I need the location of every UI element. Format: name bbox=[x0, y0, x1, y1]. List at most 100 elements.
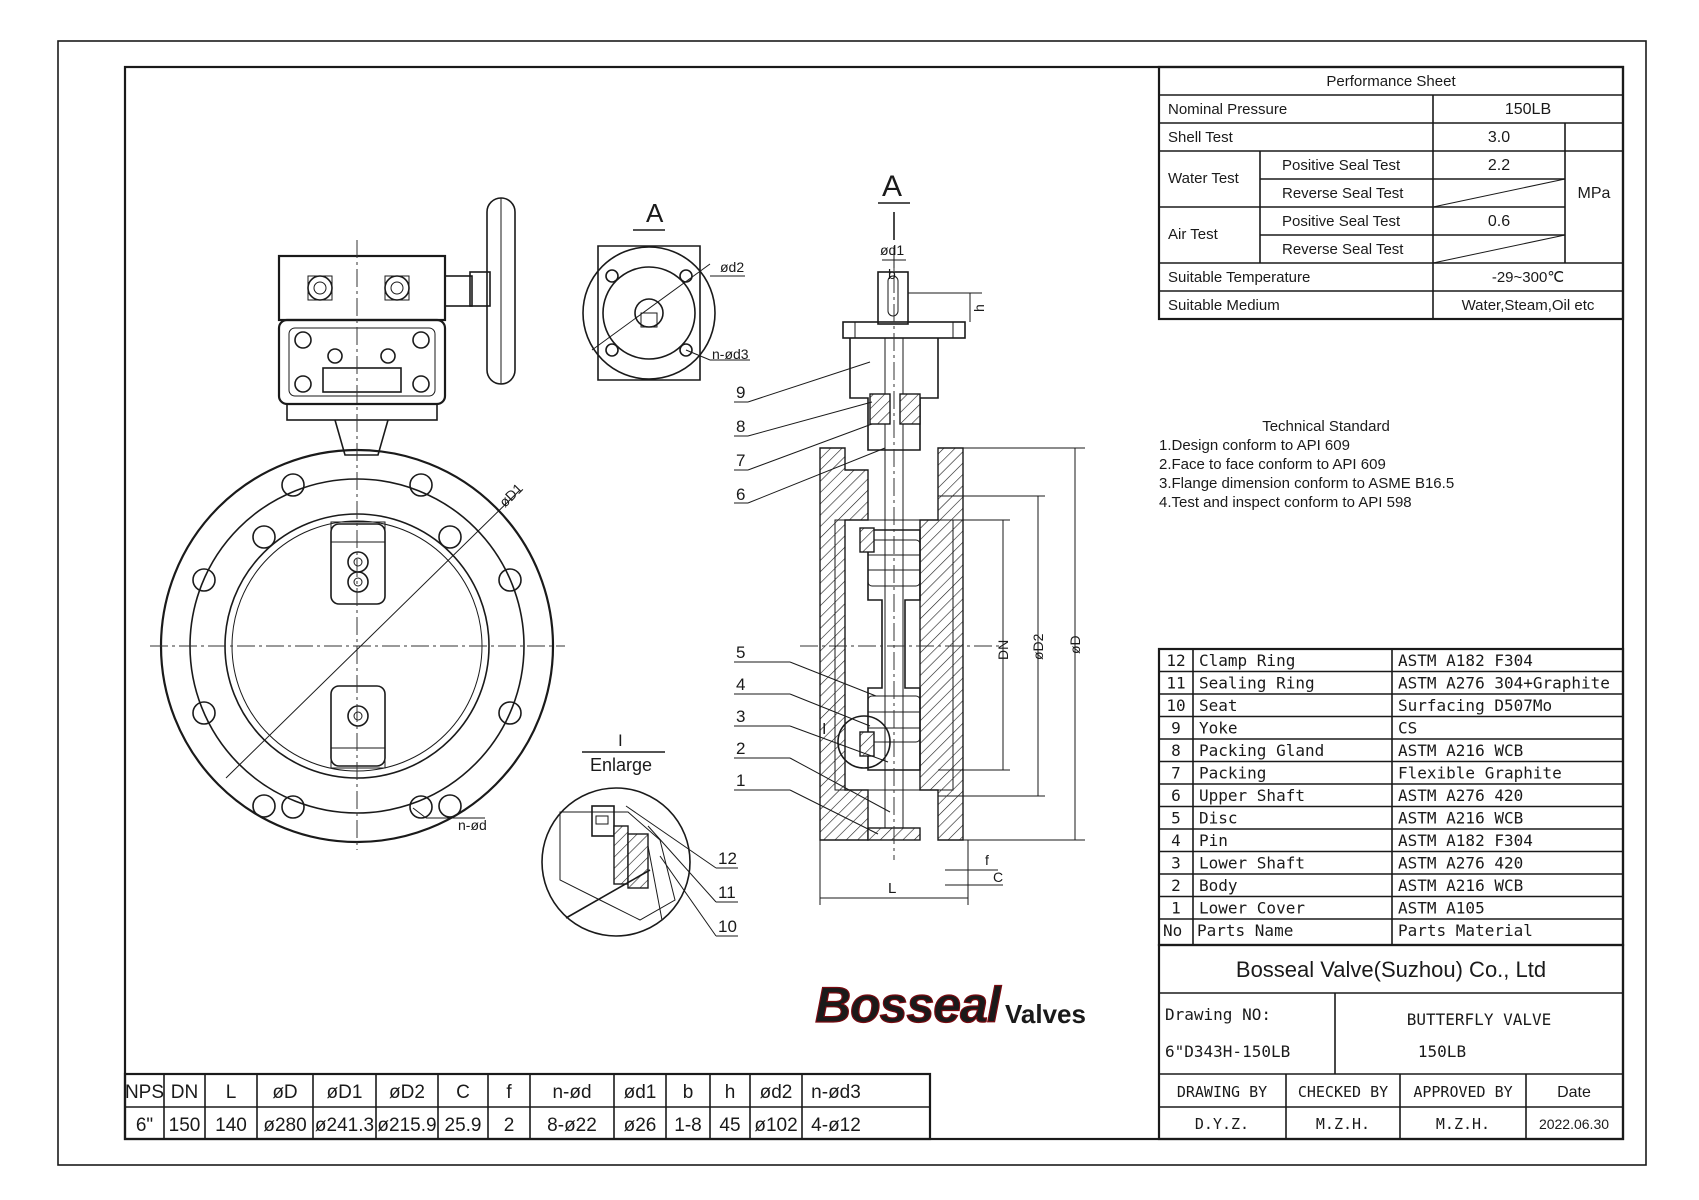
parts-row-6-material: ASTM A276 420 bbox=[1398, 786, 1523, 805]
front-nod-label: n-ød bbox=[458, 817, 487, 833]
perf-nominal-value: 150LB bbox=[1505, 101, 1551, 118]
company-name: Bosseal Valve(Suzhou) Co., Ltd bbox=[1236, 957, 1546, 982]
date-value: 2022.06.30 bbox=[1539, 1116, 1609, 1132]
perf-water-label: Water Test bbox=[1168, 170, 1240, 187]
side-f-label: f bbox=[985, 852, 989, 868]
parts-row-9-no: 9 bbox=[1171, 719, 1181, 738]
perf-air-pos: Positive Seal Test bbox=[1282, 213, 1401, 230]
a-od2-label: ød2 bbox=[720, 259, 744, 275]
checked-by-value: M.Z.H. bbox=[1316, 1115, 1370, 1133]
drawing-title: BUTTERFLY VALVE bbox=[1407, 1010, 1552, 1029]
side-i-label: I bbox=[822, 721, 826, 738]
perf-temp-label: Suitable Temperature bbox=[1168, 269, 1310, 286]
parts-row-6-name: Upper Shaft bbox=[1199, 786, 1305, 805]
callout-7: 7 bbox=[736, 451, 745, 470]
dim-header-2: L bbox=[226, 1082, 237, 1103]
dim-header-8: n-ød bbox=[552, 1082, 591, 1103]
parts-row-10-no: 10 bbox=[1166, 696, 1185, 715]
dim-header-3: øD bbox=[272, 1082, 297, 1103]
callout-1: 1 bbox=[736, 771, 745, 790]
logo-brand: Bosseal bbox=[815, 977, 1002, 1033]
dim-header-0: NPS bbox=[125, 1082, 164, 1103]
parts-row-3-name: Lower Shaft bbox=[1199, 854, 1305, 873]
parts-row-1-no: 1 bbox=[1171, 899, 1181, 918]
dim-header-6: C bbox=[456, 1082, 470, 1103]
parts-row-8-no: 8 bbox=[1171, 741, 1181, 760]
tech-standard-line-3: 3.Flange dimension conform to ASME B16.5 bbox=[1159, 475, 1454, 492]
date-header: Date bbox=[1557, 1084, 1591, 1101]
callout-6: 6 bbox=[736, 485, 745, 504]
perf-temp-value: -29~300℃ bbox=[1492, 269, 1564, 286]
dim-value-13: 4-ø12 bbox=[811, 1115, 861, 1136]
parts-row-1-name: Lower Cover bbox=[1199, 899, 1305, 918]
parts-row-2-no: 2 bbox=[1171, 876, 1181, 895]
callout-9: 9 bbox=[736, 383, 745, 402]
enlarge-mark: I bbox=[618, 731, 623, 750]
dimensions-table-grid bbox=[123, 1072, 932, 1141]
a-nod3-label: n-ød3 bbox=[712, 346, 749, 362]
dim-value-9: ø26 bbox=[624, 1115, 657, 1136]
checked-by-header: CHECKED BY bbox=[1298, 1083, 1388, 1101]
drawing-by-header: DRAWING BY bbox=[1177, 1083, 1267, 1101]
dim-header-13: n-ød3 bbox=[811, 1082, 861, 1103]
parts-row-7-no: 7 bbox=[1171, 764, 1181, 783]
dim-header-12: ød2 bbox=[760, 1082, 793, 1103]
parts-row-1-material: ASTM A105 bbox=[1398, 899, 1485, 918]
side-dn-label: DN bbox=[995, 640, 1011, 660]
parts-row-5-material: ASTM A216 WCB bbox=[1398, 809, 1523, 828]
parts-row-4-name: Pin bbox=[1199, 831, 1228, 850]
performance-sheet-grid bbox=[1157, 65, 1625, 321]
perf-shell-value: 3.0 bbox=[1488, 129, 1510, 146]
perf-title: Performance Sheet bbox=[1326, 73, 1456, 90]
callout-8: 8 bbox=[736, 417, 745, 436]
callout-2: 2 bbox=[736, 739, 745, 758]
side-c-label: C bbox=[993, 869, 1003, 885]
dim-value-3: ø280 bbox=[263, 1115, 306, 1136]
parts-row-3-no: 3 bbox=[1171, 854, 1181, 873]
title-block-grid bbox=[1157, 943, 1625, 1141]
parts-row-3-material: ASTM A276 420 bbox=[1398, 854, 1523, 873]
parts-row-11-name: Sealing Ring bbox=[1199, 674, 1315, 693]
tech-standard-title: Technical Standard bbox=[1262, 418, 1390, 435]
dim-header-1: DN bbox=[171, 1082, 198, 1103]
dim-value-11: 45 bbox=[719, 1115, 740, 1136]
callout-12: 12 bbox=[718, 849, 737, 868]
callout-3: 3 bbox=[736, 707, 745, 726]
perf-unit: MPa bbox=[1578, 185, 1611, 202]
parts-row-7-material: Flexible Graphite bbox=[1398, 764, 1562, 783]
perf-shell-label: Shell Test bbox=[1168, 129, 1234, 146]
tech-standard-line-1: 1.Design conform to API 609 bbox=[1159, 437, 1350, 454]
side-section-a-label: A bbox=[882, 170, 902, 203]
dim-header-10: b bbox=[683, 1082, 694, 1103]
parts-row-11-material: ASTM A276 304+Graphite bbox=[1398, 674, 1610, 693]
dim-header-11: h bbox=[725, 1082, 736, 1103]
perf-water-rev: Reverse Seal Test bbox=[1282, 185, 1404, 202]
parts-row-10-material: Surfacing D507Mo bbox=[1398, 696, 1552, 715]
parts-list-grid bbox=[1157, 647, 1625, 947]
enlarge-detail bbox=[541, 787, 691, 937]
dim-value-4: ø241.3 bbox=[315, 1115, 374, 1136]
section-a-view bbox=[582, 245, 750, 381]
parts-header-material: Parts Material bbox=[1398, 921, 1533, 940]
approved-by-value: M.Z.H. bbox=[1436, 1115, 1490, 1133]
drawing-no: 6"D343H-150LB bbox=[1165, 1042, 1290, 1061]
dim-value-8: 8-ø22 bbox=[547, 1115, 597, 1136]
dim-header-5: øD2 bbox=[389, 1082, 425, 1103]
parts-row-5-no: 5 bbox=[1171, 809, 1181, 828]
parts-row-8-name: Packing Gland bbox=[1199, 741, 1324, 760]
callout-leaders bbox=[625, 361, 891, 937]
side-b-label: b bbox=[888, 266, 896, 282]
perf-nominal-label: Nominal Pressure bbox=[1168, 101, 1287, 118]
callout-4: 4 bbox=[736, 675, 745, 694]
dim-value-6: 25.9 bbox=[445, 1115, 482, 1136]
perf-medium-value: Water,Steam,Oil etc bbox=[1462, 297, 1595, 314]
dim-value-0: 6" bbox=[136, 1115, 153, 1136]
parts-row-5-name: Disc bbox=[1199, 809, 1238, 828]
dim-value-10: 1-8 bbox=[674, 1115, 701, 1136]
dim-value-2: 140 bbox=[215, 1115, 247, 1136]
perf-water-pos: Positive Seal Test bbox=[1282, 157, 1401, 174]
dim-value-5: ø215.9 bbox=[377, 1115, 436, 1136]
parts-row-4-material: ASTM A182 F304 bbox=[1398, 831, 1533, 850]
dim-header-7: f bbox=[506, 1082, 512, 1103]
